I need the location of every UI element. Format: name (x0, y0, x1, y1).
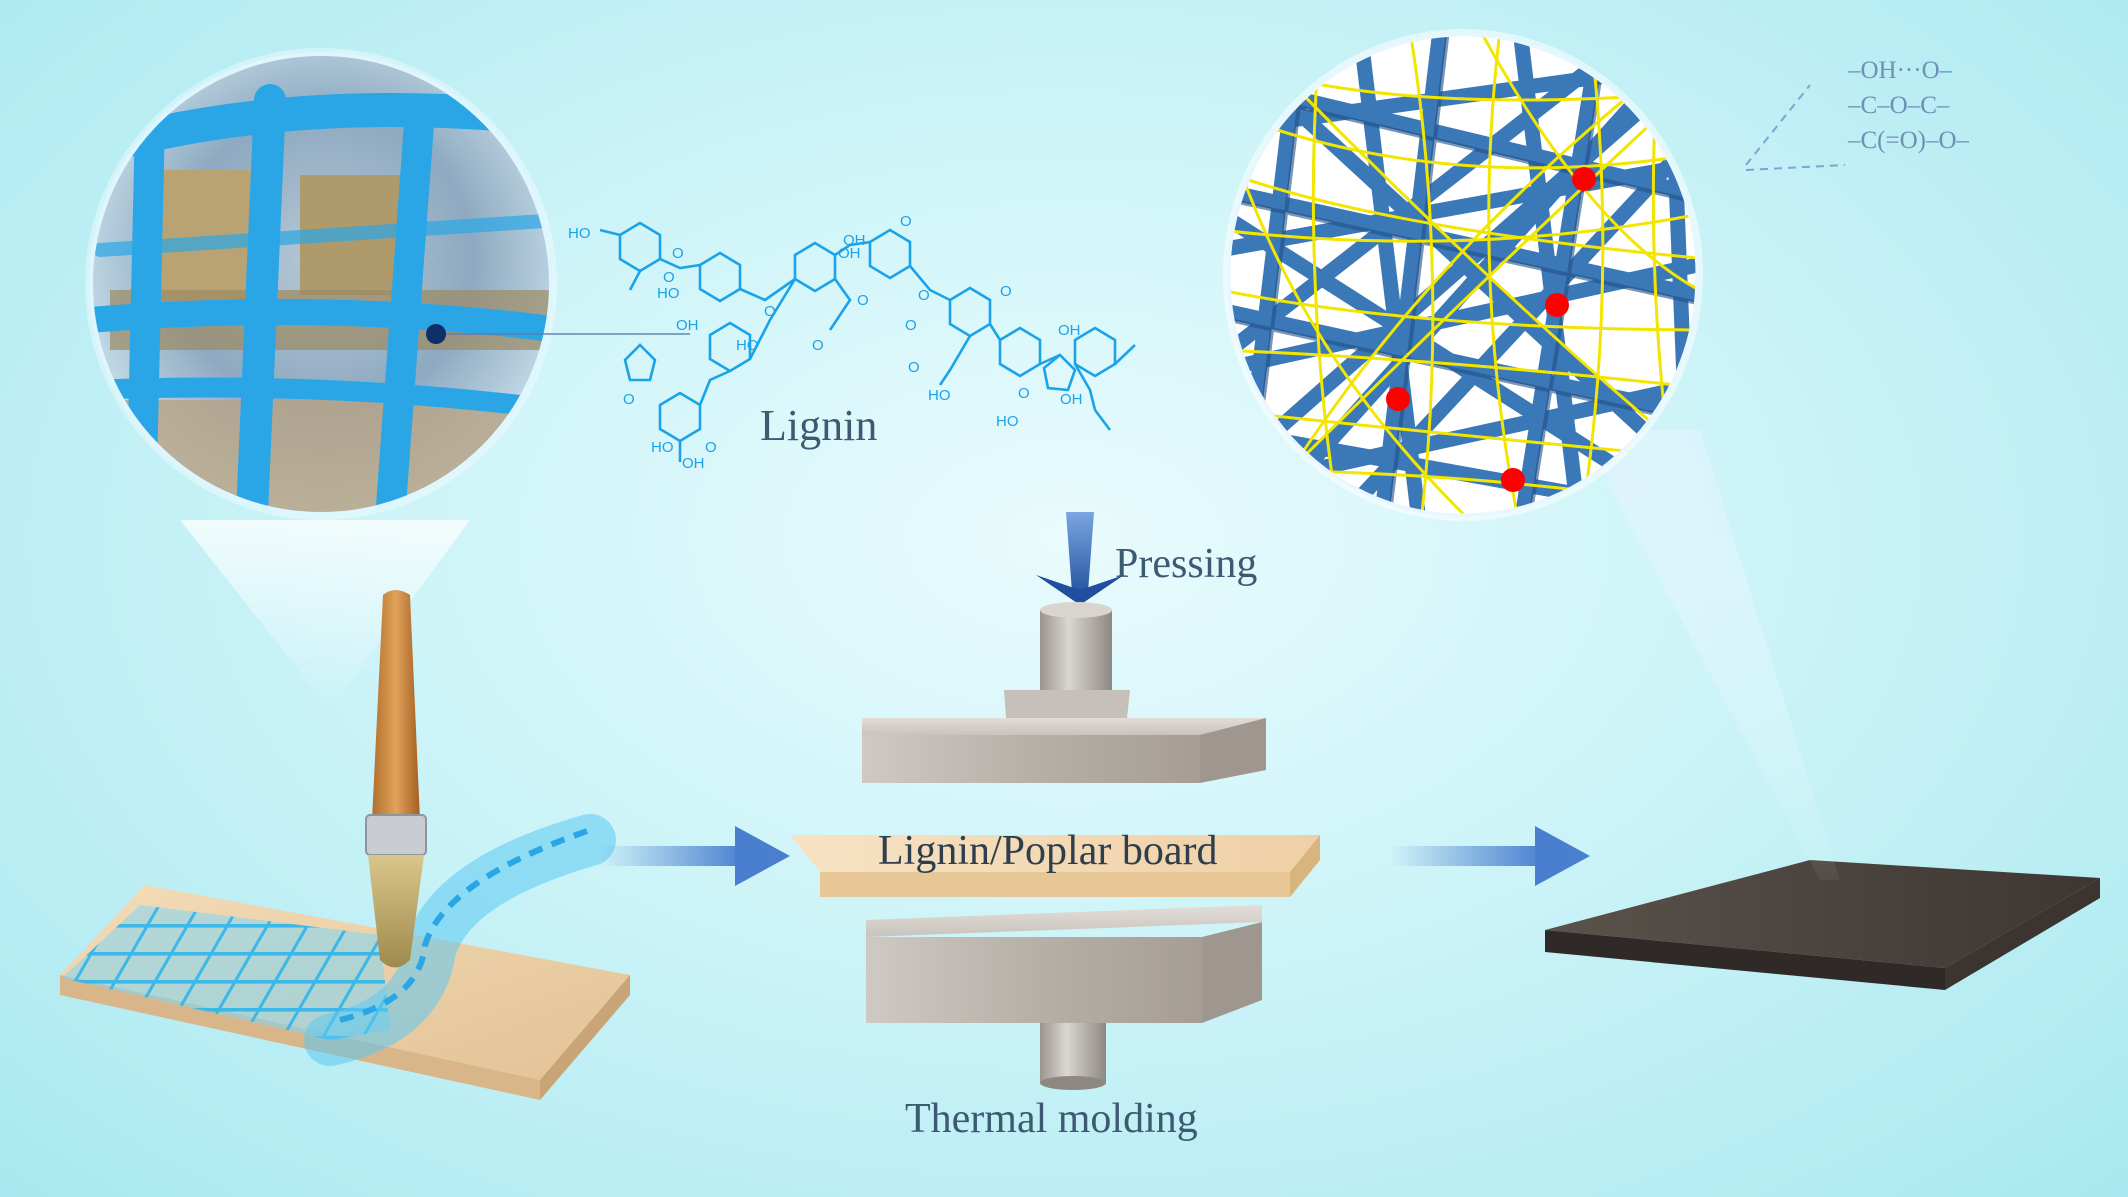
dark-board-side (1945, 878, 2100, 990)
bond-callout-line-1 (1745, 84, 1811, 166)
top-platen-side (1200, 718, 1266, 783)
atom-label: O (908, 359, 920, 376)
dark-board-top (1545, 860, 2100, 968)
poplar-substrate-front (60, 975, 540, 1100)
crosslink-dot (1545, 293, 1569, 317)
bottom-press-rod-base (1040, 1076, 1106, 1090)
fiber-network (1229, 35, 1742, 515)
right-magnifier-cone (1580, 430, 1840, 880)
atom-label: OH (676, 317, 699, 334)
top-platen-top (862, 718, 1266, 735)
atom-label: O (900, 213, 912, 230)
lignin-label: Lignin (760, 401, 878, 450)
atom-label: O (1018, 385, 1030, 402)
bond-ester: –C(=O)–O– (1848, 127, 1970, 154)
brush-handle (372, 590, 420, 820)
board-label: Lignin/Poplar board (878, 828, 1218, 874)
bottom-platen-side (1202, 922, 1262, 1023)
lignin-grid (62, 905, 390, 1040)
bond-ether: –C–O–C– (1848, 92, 1950, 119)
top-press-rod (1040, 610, 1112, 690)
lignin-curl-grid (339, 827, 591, 1023)
hot-press (790, 512, 1320, 1090)
bottom-platen-top (866, 905, 1262, 937)
bottom-platen-front (866, 937, 1202, 1023)
atom-label: OH (682, 455, 705, 472)
atom-label: O (663, 269, 675, 286)
pressing-label: Pressing (1115, 541, 1258, 587)
atom-label: O (905, 317, 917, 334)
right-magnifier (1223, 29, 1846, 521)
composite-board (1545, 430, 2100, 990)
process-arrow-1 (600, 826, 790, 886)
atom-label: O (1000, 283, 1012, 300)
atom-label: OH (1058, 322, 1081, 339)
poplar-board (790, 835, 1320, 872)
poplar-board-side (1290, 835, 1320, 897)
crosslink-dot (1386, 387, 1410, 411)
lignin-structure (599, 221, 1136, 462)
atom-label: O (764, 303, 776, 320)
poplar-substrate-side (540, 975, 630, 1100)
poplar-board-front (820, 872, 1290, 897)
coating-scene (60, 590, 630, 1100)
thermal-molding-label: Thermal molding (905, 1096, 1198, 1142)
crosslink-dot (1718, 288, 1742, 312)
top-platen-front (862, 735, 1200, 783)
atom-label: HO (736, 337, 759, 354)
atom-label: O (623, 391, 635, 408)
atom-label: O (705, 439, 717, 456)
atom-label: HO (651, 439, 674, 456)
paint-brush (365, 590, 427, 968)
crosslink-dot (1501, 468, 1525, 492)
pressing-arrow (1066, 512, 1094, 600)
atom-label: OH (1060, 391, 1083, 408)
brush-bristles (368, 855, 424, 968)
lignin-sheet-curl (304, 814, 616, 1066)
crosslink-points (1386, 167, 1742, 492)
atom-label: HO (996, 413, 1019, 430)
bottom-press-rod (1040, 1023, 1106, 1083)
lignin-atom-labels: HO O O HO OH O HO OH O O O O O OH O O HO… (568, 213, 1083, 472)
brush-ferrule (365, 814, 427, 856)
lignin-pointer-dot (426, 324, 446, 344)
atom-label: O (812, 337, 824, 354)
top-press-rod-cap (1040, 602, 1112, 618)
crosslink-dot (1572, 167, 1596, 191)
top-press-collar (1004, 690, 1130, 718)
atom-label: O (857, 292, 869, 309)
atom-label: O (918, 287, 930, 304)
atom-label: HO (928, 387, 951, 404)
atom-label: OH (843, 232, 866, 249)
atom-label: O (672, 245, 684, 262)
atom-label: HO (568, 225, 591, 242)
atom-label: OH (838, 245, 861, 262)
bond-callout-line-2 (1745, 164, 1846, 171)
bond-hydrogen: –OH···O– (1848, 57, 1953, 84)
atom-label: HO (657, 285, 680, 302)
lignin-lattice (91, 84, 551, 514)
right-magnifier-ring (1227, 33, 1699, 517)
process-arrow-2 (1390, 826, 1590, 886)
left-magnifier-cone (180, 520, 470, 710)
left-magnifier-ring (89, 52, 553, 516)
dark-board-front (1545, 930, 1945, 990)
pressing-arrowhead (1036, 575, 1124, 605)
